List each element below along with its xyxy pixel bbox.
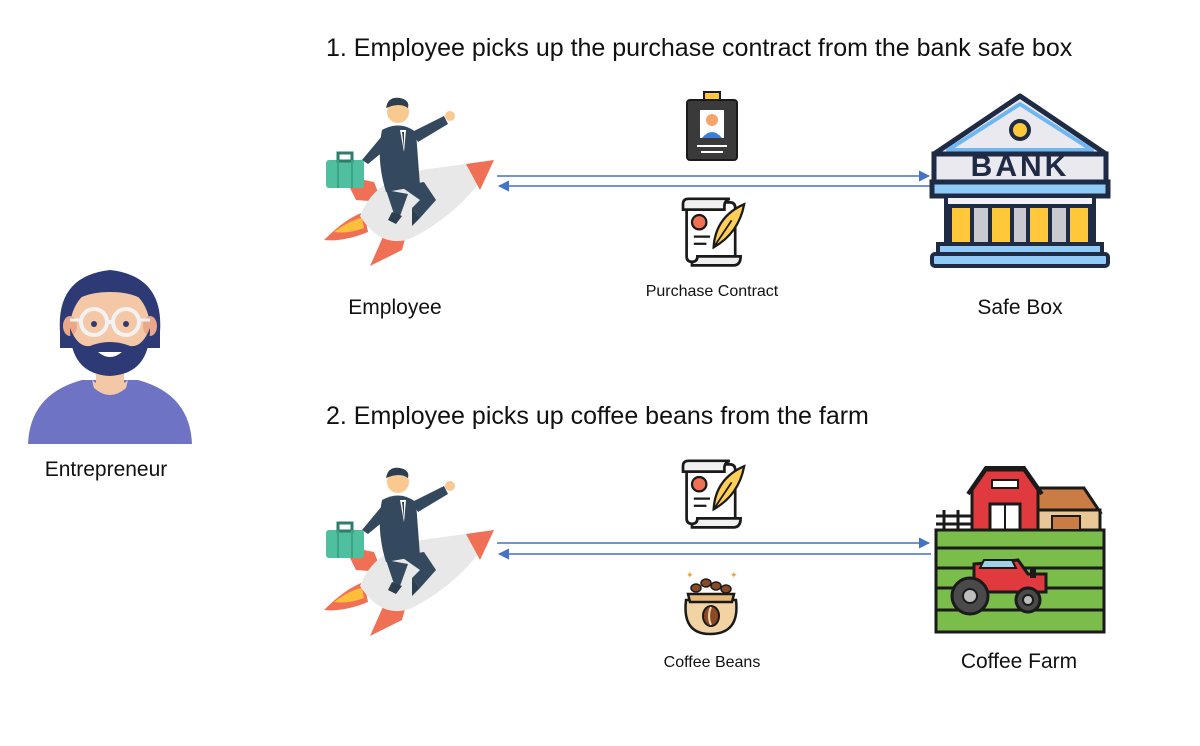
entrepreneur-node: Entrepreneur <box>20 262 200 492</box>
step-2-farm-label: Coffee Farm <box>960 650 1078 673</box>
step-2-item-label: Coffee Beans <box>663 654 761 671</box>
step-1-title: 1. Employee picks up the purchase contra… <box>326 34 1073 62</box>
bank-icon: BANK <box>929 93 1111 268</box>
farm-tractor-icon <box>934 466 1106 634</box>
step-1-employee-label: Employee <box>348 296 442 319</box>
svg-text:✦: ✦ <box>686 571 694 581</box>
contract-document-icon <box>674 458 746 532</box>
entrepreneur-label: Entrepreneur <box>44 458 168 481</box>
id-badge-icon <box>686 91 738 161</box>
svg-text:✦: ✦ <box>730 571 738 581</box>
step-1-item-label: Purchase Contract <box>645 283 779 300</box>
step-1-safe-box-label: Safe Box <box>977 296 1063 319</box>
step-2-title: 2. Employee picks up coffee beans from t… <box>326 402 869 430</box>
entrepreneur-avatar-icon <box>28 270 192 444</box>
bank-sign-text: BANK <box>971 150 1070 183</box>
coffee-bean-sack-icon: ✦ ✦ <box>684 571 738 636</box>
